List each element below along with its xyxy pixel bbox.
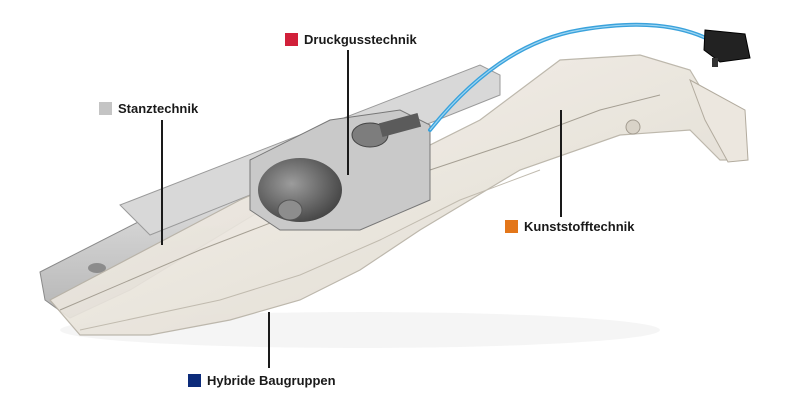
motor-gear [277, 199, 303, 221]
cable-connector [703, 29, 751, 63]
druckguss-swatch [285, 33, 298, 46]
bracket-hole [88, 263, 106, 273]
hybrid-swatch [188, 374, 201, 387]
hybrid-shell-lower [79, 169, 541, 331]
connector-pin [712, 58, 718, 67]
housing-end-cap [689, 78, 749, 163]
end-cap-screw [625, 119, 641, 135]
stanz-leader [161, 120, 163, 245]
kunststoff-text: Kunststofftechnik [524, 219, 635, 234]
kunststoff-leader [560, 110, 562, 217]
spindle [378, 113, 422, 137]
label-druckguss: Druckgusstechnik [285, 32, 417, 47]
stanz-text: Stanztechnik [118, 101, 199, 116]
label-kunststoff: Kunststofftechnik [505, 219, 635, 234]
druckguss-leader [347, 50, 349, 175]
stanz-swatch [99, 102, 112, 115]
hybrid-leader [268, 312, 270, 368]
kunststoff-swatch [505, 220, 518, 233]
blue-cable-highlight [429, 24, 711, 131]
hybrid-text: Hybride Baugruppen [207, 373, 336, 388]
druckguss-text: Druckgusstechnik [304, 32, 417, 47]
label-hybrid: Hybride Baugruppen [188, 373, 336, 388]
label-stanz: Stanztechnik [99, 101, 198, 116]
